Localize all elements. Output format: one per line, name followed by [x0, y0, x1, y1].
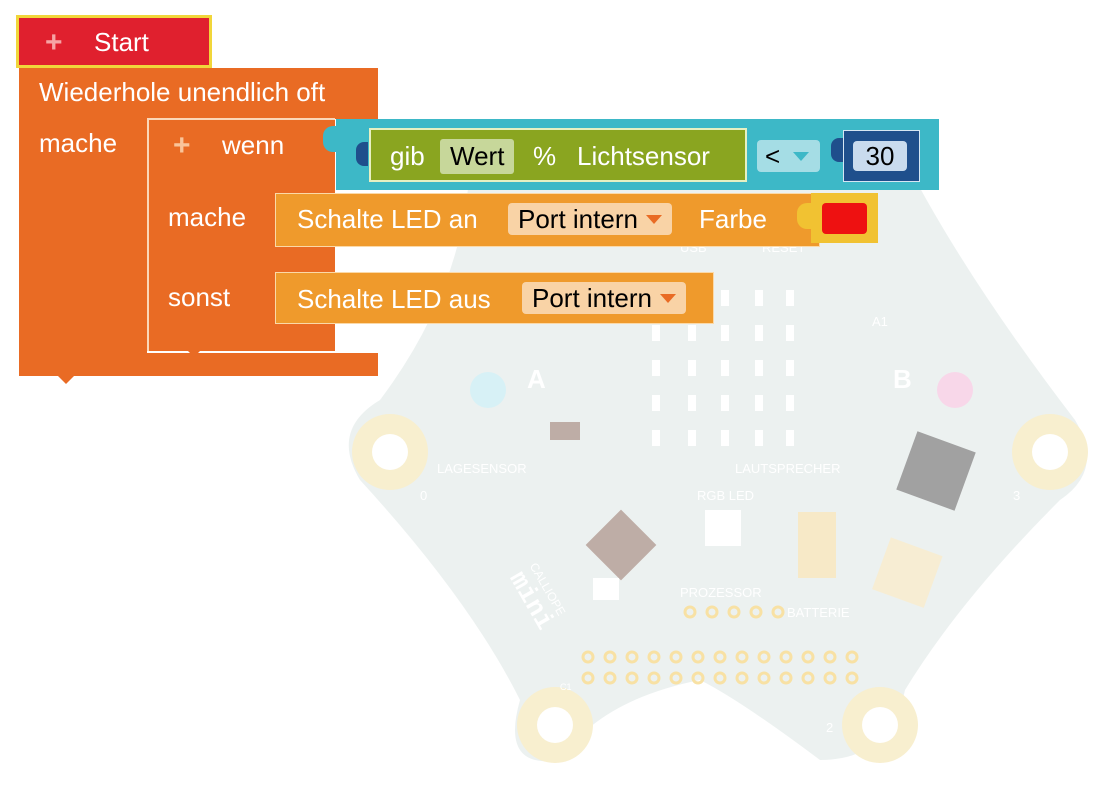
compare-left-socket: [356, 142, 368, 166]
light-sensor-block[interactable]: [369, 128, 747, 182]
board-label-rgb-led: RGB LED: [697, 488, 754, 503]
unit-label: %: [533, 141, 557, 171]
led-on-label: Schalte LED an: [297, 204, 478, 234]
if-plus-icon[interactable]: +: [173, 129, 191, 162]
led-matrix: [652, 290, 794, 446]
led-off-label: Schalte LED aus: [297, 284, 491, 314]
number-field[interactable]: 30: [853, 141, 907, 171]
led-on-port-label: Port intern: [518, 203, 638, 234]
board-label-speaker: LAUTSPRECHER: [735, 461, 840, 476]
plus-icon[interactable]: +: [45, 26, 63, 59]
loop-block-body-left: [19, 118, 147, 376]
if-do-label: mache: [168, 202, 247, 232]
chevron-down-icon: [645, 214, 662, 224]
value-dropdown[interactable]: Wert: [440, 139, 515, 174]
chevron-down-icon: [793, 152, 809, 161]
led-on-port-dropdown[interactable]: Port intern: [508, 203, 672, 235]
loop-block-footer: [19, 353, 378, 376]
start-block[interactable]: + Start: [16, 15, 212, 68]
edge-pins: [581, 605, 859, 685]
operator-dropdown[interactable]: <: [757, 140, 820, 172]
board-label-button-b: B: [893, 364, 912, 394]
board-label-pin3: 3: [1013, 488, 1020, 503]
speaker-block: [896, 431, 976, 511]
color-swatch[interactable]: [822, 203, 867, 234]
button-b-icon: [937, 372, 973, 408]
number-block-connector: [831, 138, 845, 162]
loop-block-notch: [57, 375, 75, 384]
processor-chip: [585, 509, 657, 581]
if-block-notch: [186, 349, 202, 357]
loop-do-label: mache: [39, 128, 118, 158]
loop-label: Wiederhole unendlich oft: [39, 77, 326, 107]
rgb-led-box: [705, 510, 741, 546]
board-label-pin1: 1: [608, 720, 615, 735]
board-label-battery: BATTERIE: [787, 605, 850, 620]
led-off-port-label: Port intern: [532, 282, 652, 313]
sensor-label: Lichtsensor: [577, 141, 710, 171]
battery-block: [798, 512, 836, 578]
operator-label: <: [765, 141, 781, 171]
board-label-c1: C1: [560, 682, 572, 692]
chevron-down-icon: [659, 293, 676, 303]
get-label: gib: [390, 141, 425, 171]
start-label: Start: [94, 27, 149, 57]
loop-block[interactable]: [19, 68, 378, 119]
compare-block-connector: [323, 126, 339, 152]
led-off-port-dropdown[interactable]: Port intern: [522, 282, 686, 314]
board-label-a1: A1: [872, 314, 888, 329]
board-label-processor: PROZESSOR: [680, 585, 762, 600]
if-else-label: sonst: [168, 282, 231, 312]
color-socket: [797, 203, 813, 229]
battery-connector: [872, 537, 943, 608]
board-label-position-sensor: LAGESENSOR: [437, 461, 527, 476]
board-label-pin0: 0: [420, 488, 427, 503]
button-a-icon: [470, 372, 506, 408]
board-label-button-a: A: [527, 364, 546, 394]
board-label-pin2: 2: [826, 720, 833, 735]
if-label: wenn: [222, 130, 285, 160]
led-color-label: Farbe: [699, 204, 767, 234]
